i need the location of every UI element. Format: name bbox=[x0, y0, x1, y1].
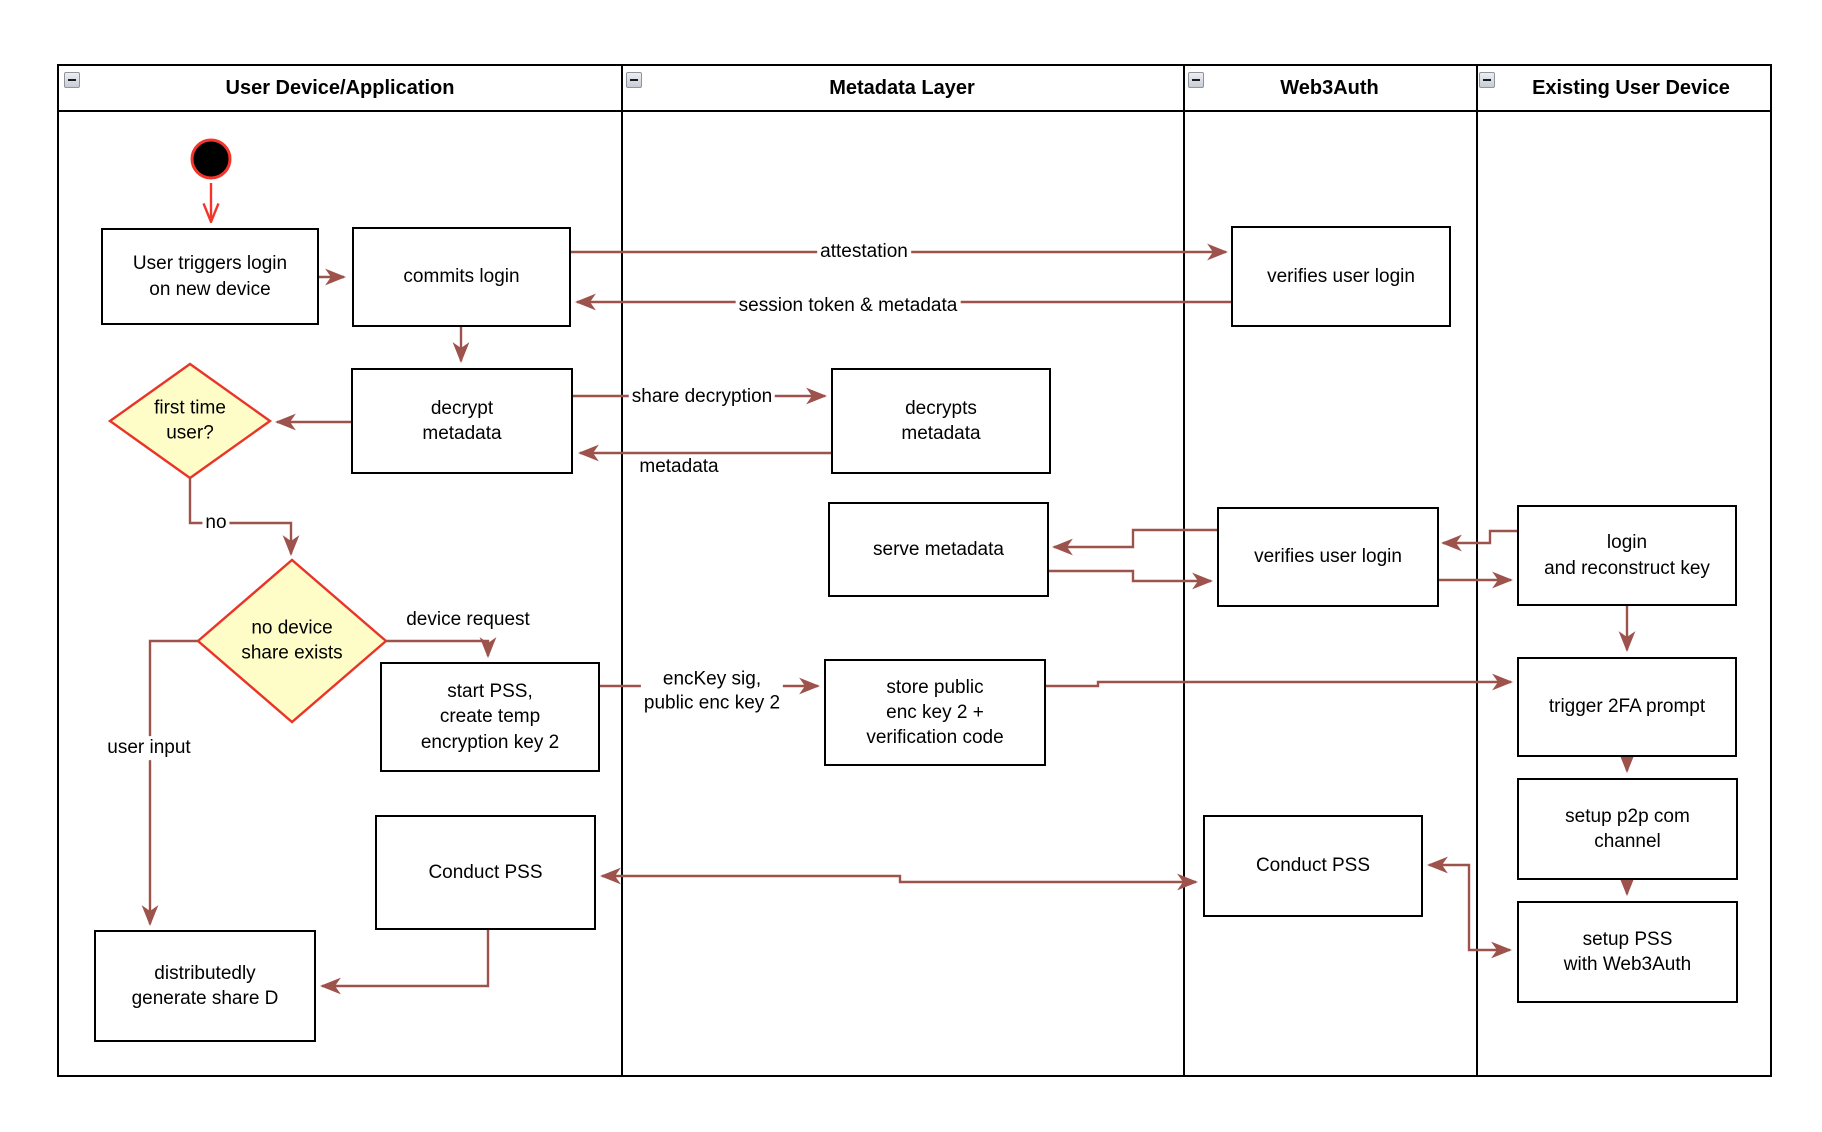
node-distributedly-generate-share-d: distributedly generate share D bbox=[94, 930, 316, 1042]
lane-title-web3auth: Web3Auth bbox=[1280, 77, 1379, 99]
edge-label-user-input: user input bbox=[104, 736, 194, 760]
node-verifies-user-login-1: verifies user login bbox=[1231, 226, 1451, 327]
node-conduct-pss-user: Conduct PSS bbox=[375, 815, 596, 930]
node-conduct-pss-web3: Conduct PSS bbox=[1203, 815, 1423, 917]
node-decrypts-metadata: decrypts metadata bbox=[831, 368, 1051, 474]
node-setup-pss-with-web3auth: setup PSS with Web3Auth bbox=[1517, 901, 1738, 1003]
collapse-lane-button[interactable] bbox=[626, 72, 642, 88]
node-user-triggers-login: User triggers login on new device bbox=[101, 228, 319, 325]
lane-divider bbox=[1476, 66, 1478, 1075]
node-start-pss: start PSS, create temp encryption key 2 bbox=[380, 662, 600, 772]
lane-divider bbox=[621, 66, 623, 1075]
node-decrypt-metadata: decrypt metadata bbox=[351, 368, 573, 474]
minus-icon bbox=[630, 79, 638, 81]
minus-icon bbox=[1483, 79, 1491, 81]
edge-label-attestation: attestation bbox=[817, 240, 911, 264]
collapse-lane-button[interactable] bbox=[1479, 72, 1495, 88]
lane-title-existing-user-device: Existing User Device bbox=[1532, 77, 1730, 99]
collapse-lane-button[interactable] bbox=[64, 72, 80, 88]
edge-label-metadata: metadata bbox=[639, 456, 719, 478]
edge-label-session-token: session token & metadata bbox=[735, 294, 961, 318]
lane-title-metadata-layer: Metadata Layer bbox=[829, 77, 975, 99]
lane-header-row bbox=[59, 66, 1770, 112]
node-setup-p2p-com-channel: setup p2p com channel bbox=[1517, 778, 1738, 880]
edge-label-share-decryption: share decryption bbox=[628, 385, 776, 409]
lane-divider bbox=[1183, 66, 1185, 1075]
minus-icon bbox=[68, 79, 76, 81]
edge-label-enckey: encKey sig, public enc key 2 bbox=[640, 667, 784, 715]
node-login-and-reconstruct-key: login and reconstruct key bbox=[1517, 505, 1737, 606]
lane-title-user-device: User Device/Application bbox=[225, 77, 455, 99]
node-store-public-enc-key: store public enc key 2 + verification co… bbox=[824, 659, 1046, 766]
node-serve-metadata: serve metadata bbox=[828, 502, 1049, 597]
decision-label-no-device-share: no device share exists bbox=[241, 617, 343, 663]
edge-label-no: no bbox=[202, 511, 230, 535]
node-verifies-user-login-2: verifies user login bbox=[1217, 507, 1439, 607]
node-commits-login: commits login bbox=[352, 227, 571, 327]
decision-label-first-time-user: first time user? bbox=[154, 397, 226, 443]
collapse-lane-button[interactable] bbox=[1188, 72, 1204, 88]
edge-label-device-request: device request bbox=[406, 609, 530, 631]
node-trigger-2fa-prompt: trigger 2FA prompt bbox=[1517, 657, 1737, 757]
minus-icon bbox=[1192, 79, 1200, 81]
